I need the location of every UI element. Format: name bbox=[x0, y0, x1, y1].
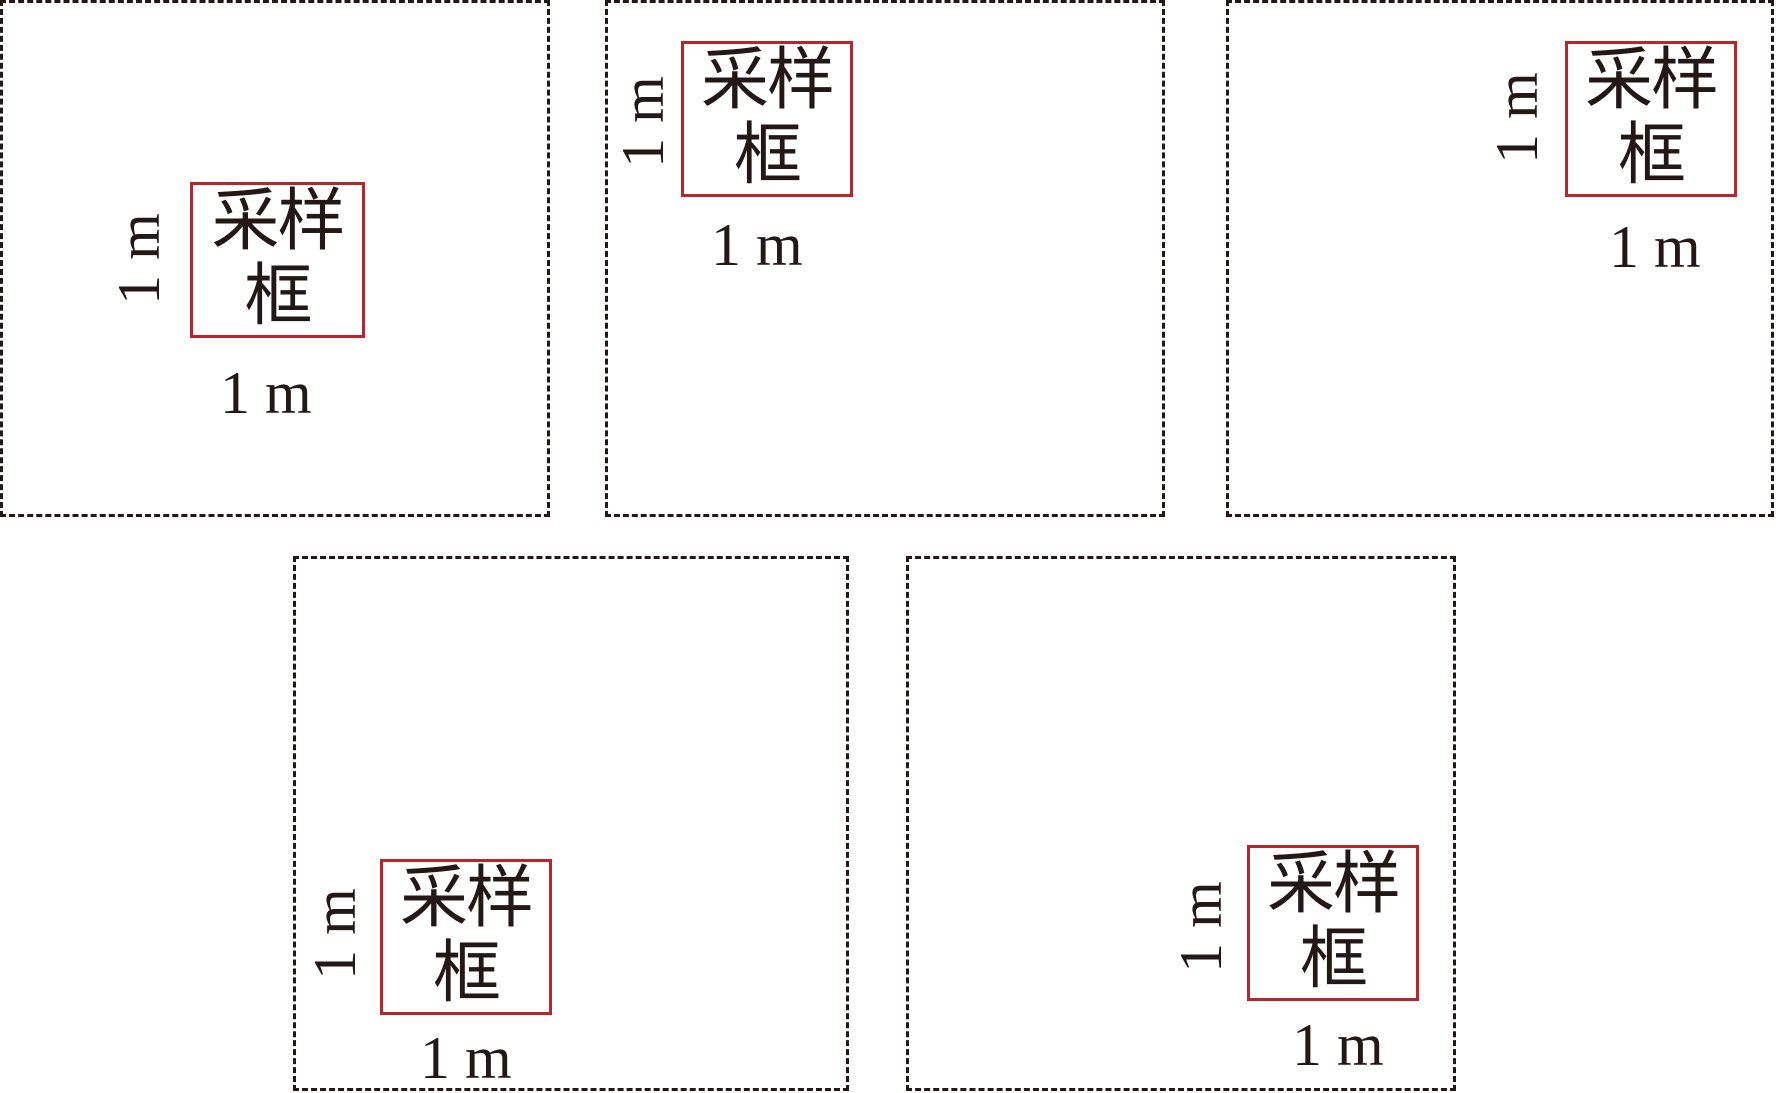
plot-1: 采样 框 1 m 1 m bbox=[0, 0, 550, 517]
sampling-frame-2: 采样 框 bbox=[681, 41, 853, 197]
height-label-5: 1 m bbox=[1168, 881, 1234, 973]
height-label-2: 1 m bbox=[610, 76, 676, 168]
frame-text-line1: 采样 bbox=[700, 41, 835, 121]
frame-text-line2: 框 bbox=[1617, 116, 1686, 195]
frame-text-line2: 框 bbox=[244, 257, 312, 336]
sampling-frame-1: 采样 框 bbox=[190, 182, 365, 338]
plot-4: 采样 框 1 m 1 m bbox=[293, 556, 849, 1091]
width-label-4: 1 m bbox=[420, 1025, 512, 1091]
sampling-frame-4: 采样 框 bbox=[380, 859, 552, 1015]
width-label-3: 1 m bbox=[1609, 214, 1701, 280]
frame-text-line2: 框 bbox=[1299, 920, 1368, 999]
plot-5: 采样 框 1 m 1 m bbox=[906, 556, 1456, 1091]
plot-2: 采样 框 1 m 1 m bbox=[605, 0, 1165, 517]
frame-text-line2: 框 bbox=[432, 934, 501, 1013]
width-label-5: 1 m bbox=[1292, 1012, 1384, 1078]
frame-text-line2: 框 bbox=[733, 116, 802, 195]
frame-text-line1: 采样 bbox=[399, 859, 534, 939]
height-label-4: 1 m bbox=[302, 888, 368, 980]
plot-3: 采样 框 1 m 1 m bbox=[1226, 0, 1774, 517]
height-label-3: 1 m bbox=[1484, 72, 1550, 164]
height-label-1: 1 m bbox=[106, 213, 172, 305]
frame-text-line1: 采样 bbox=[1584, 41, 1719, 121]
sampling-frame-3: 采样 框 bbox=[1565, 41, 1737, 197]
width-label-2: 1 m bbox=[711, 212, 803, 278]
width-label-1: 1 m bbox=[220, 360, 312, 426]
frame-text-line1: 采样 bbox=[211, 182, 345, 262]
sampling-frame-5: 采样 框 bbox=[1247, 845, 1419, 1001]
frame-text-line1: 采样 bbox=[1266, 845, 1401, 925]
